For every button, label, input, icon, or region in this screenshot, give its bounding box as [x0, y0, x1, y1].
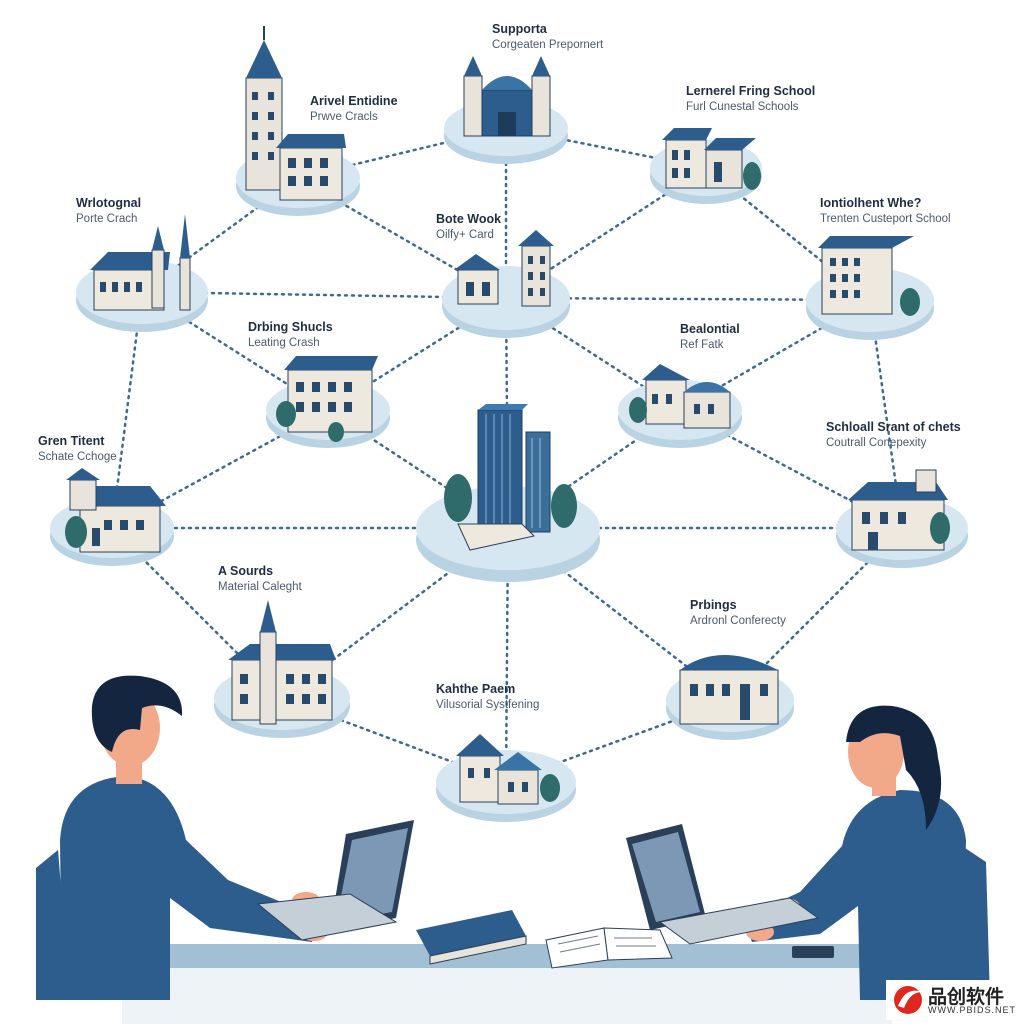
node-title: Bealontial [680, 322, 740, 336]
node-subtitle: Ardronl Conferecty [690, 614, 786, 627]
node-subtitle: Leating Crash [248, 336, 320, 349]
school-node-3 [650, 128, 762, 204]
school-node-10 [836, 469, 968, 568]
node-title: Arivel Entidine [310, 94, 398, 108]
laptop-left [256, 820, 414, 941]
watermark-logo-icon [886, 980, 1018, 1020]
node-subtitle: Material Caleght [218, 580, 302, 593]
watermark: 品创软件 WWW.PBIDS.NET [888, 980, 1018, 1020]
node-title: A Sourds [218, 564, 274, 578]
node-subtitle: Corgeaten Prepornert [492, 38, 604, 51]
node-subtitle: Furl Cunestal Schools [686, 100, 799, 113]
school-node-9 [50, 468, 174, 566]
node-subtitle: Vilusorial Systfening [436, 698, 540, 711]
watermark-name: 品创软件 [928, 987, 1005, 1008]
school-node-2 [444, 56, 568, 164]
school-node-13 [436, 734, 576, 822]
node-subtitle: Porte Crach [76, 212, 138, 225]
school-node-7 [266, 356, 390, 448]
school-node-11 [214, 600, 350, 738]
school-node-12 [666, 655, 794, 740]
node-subtitle: Oilfy+ Card [436, 228, 494, 241]
desk [122, 944, 892, 1024]
school-node-8 [618, 364, 742, 448]
node-title: Schloall Srant of chets [826, 420, 961, 434]
node-title: Gren Titent [38, 434, 105, 448]
node-title: Supporta [492, 22, 547, 36]
node-label-6: Iontiolhent Whe? Trenten Custeport School [820, 196, 951, 226]
node-subtitle: Trenten Custeport School [820, 212, 951, 225]
school-node-6 [806, 236, 934, 340]
node-subtitle: Schate Cchoge [38, 450, 117, 463]
school-node-1 [236, 26, 360, 216]
school-node-5 [442, 230, 570, 338]
phone [792, 946, 834, 958]
node-title: Drbing Shucls [248, 320, 333, 334]
node-title: Bote Wook [436, 212, 502, 226]
node-title: Kahthe Paem [436, 682, 516, 696]
node-subtitle: Coutrall Conepexity [826, 436, 927, 449]
open-notebook [545, 927, 673, 969]
node-title: Wrlotognal [76, 196, 142, 210]
closed-book [416, 910, 527, 965]
node-title: Iontiolhent Whe? [820, 196, 922, 210]
laptop-right [626, 824, 820, 945]
watermark-url: WWW.PBIDS.NET [928, 1005, 1016, 1015]
central-hub-node [416, 404, 600, 582]
school-node-4 [76, 214, 208, 332]
node-title: Prbings [690, 598, 737, 612]
node-subtitle: Ref Fatk [680, 338, 724, 351]
node-subtitle: Prwve Cracls [310, 110, 378, 123]
node-title: Lernerel Fring School [686, 84, 816, 98]
